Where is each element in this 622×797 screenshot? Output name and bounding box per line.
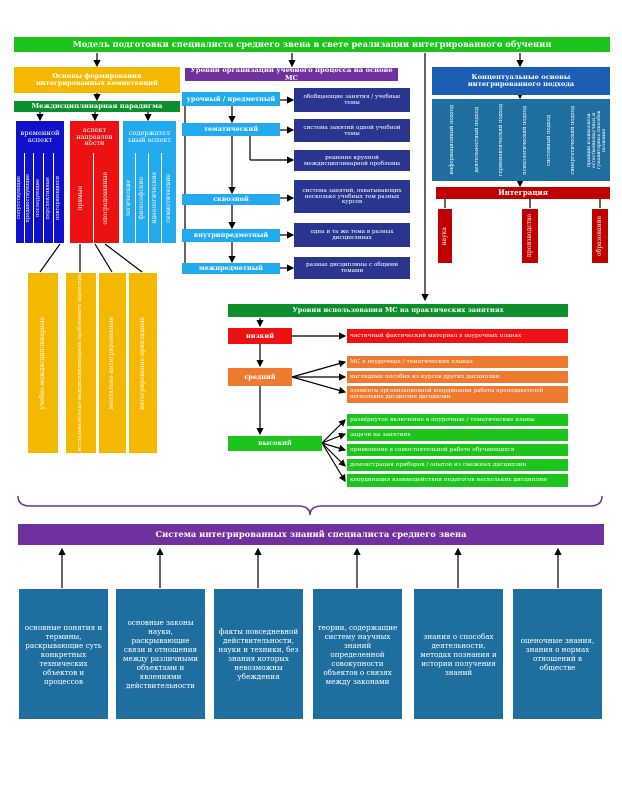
time-item: последующие xyxy=(34,153,44,243)
high-item: задачи на занятиях xyxy=(347,429,568,441)
content-item: логические xyxy=(123,153,136,243)
practical-level-low: низкий xyxy=(228,328,292,344)
level-box: сквозной xyxy=(182,194,280,205)
approach-item: системный подход xyxy=(540,101,560,179)
approach-item: психологический подход xyxy=(516,101,536,179)
integration-item: наука xyxy=(438,209,452,263)
time-item: повторяющиеся xyxy=(54,153,64,243)
knowledge-box: факты повседневной действительности, нау… xyxy=(214,589,303,719)
high-item: развёрнутое включение в поурочные / тема… xyxy=(347,414,568,426)
time-item: сопутствующие xyxy=(16,153,25,243)
time-item: предшествующие xyxy=(25,153,34,243)
integration-item: образование xyxy=(592,209,608,263)
yellow-item: исследовательско-междисциплинарные пробл… xyxy=(66,273,96,453)
direction-item: опосредованные xyxy=(94,153,119,243)
level-box: урочный / предметный xyxy=(182,92,280,106)
direction-item: прямые xyxy=(70,153,94,243)
practical-level-mid: средний xyxy=(228,368,292,386)
level-description: система занятий, охватывающих несколько … xyxy=(294,180,410,213)
page-title: Модель подготовки специалиста среднего з… xyxy=(14,37,610,52)
mid-item: МС в поурочных / тематических планах xyxy=(347,356,568,368)
aspect-content-box: содержател ьный аспект xyxy=(123,121,176,153)
low-item: частичный фактический материал в поурочн… xyxy=(347,329,568,343)
level-description: одна и та же тема в разных дисциплинах xyxy=(294,223,410,247)
high-item: координация взаимодействия педагогов нес… xyxy=(347,474,568,487)
aspect-time-box: временной аспект xyxy=(16,121,64,153)
osnovy-box: Основы формирования интегрированных комп… xyxy=(14,67,180,93)
high-item: демонстрация приборов / опытов из смежны… xyxy=(347,459,568,471)
knowledge-box: оценочные знания, знания о нормах отноше… xyxy=(513,589,602,719)
integration-item: производство xyxy=(522,209,538,263)
approach-item: герменевтический подход xyxy=(492,101,512,179)
mid-item: элементы организационной координации раб… xyxy=(347,386,568,403)
paradigm-box: Междисциплинарная парадигма xyxy=(14,101,180,112)
aspect-direction-box: аспект направлен ности xyxy=(70,121,119,153)
yellow-item: интегрированно-прикладные xyxy=(129,273,157,453)
content-item: философские xyxy=(136,153,149,243)
integration-box: Интеграция xyxy=(436,187,610,199)
level-description: разные дисциплины с общими темами xyxy=(294,257,410,279)
level-description: обобщающие занятия / учебные темы xyxy=(294,88,410,112)
time-item: перспективные xyxy=(44,153,54,243)
level-description: решение крупной междисциплинарной пробле… xyxy=(294,150,410,171)
approach-item: информационный подход xyxy=(443,101,463,179)
content-item: семиотические xyxy=(162,153,176,243)
knowledge-box: основные понятия и термины, раскрывающие… xyxy=(19,589,108,719)
knowledge-box: знания о способах деятельности, методах … xyxy=(414,589,503,719)
level-box: межпредметный xyxy=(182,263,280,274)
system-title: Система интегрированных знаний специалис… xyxy=(18,524,604,545)
mid-item: наглядные пособия из курсов других дисци… xyxy=(347,371,568,383)
practical-level-high: высокий xyxy=(228,436,322,451)
high-item: применение в самостоятельной работе обуч… xyxy=(347,444,568,456)
middle-header: Уровни организации учебного процесса на … xyxy=(185,68,398,81)
practical-header: Уровни использования МС на практических … xyxy=(228,304,568,317)
level-box: внутрипредметный xyxy=(182,229,280,242)
level-description: система занятий одной учебной темы xyxy=(294,119,410,142)
knowledge-box: основные законы науки, раскрывающие связ… xyxy=(116,589,205,719)
yellow-item: учебно-междисциплинарные xyxy=(28,273,58,453)
level-box: тематический xyxy=(182,123,280,136)
content-item: идеологические xyxy=(149,153,162,243)
right-header: Концептуальные основы интегрированного п… xyxy=(432,67,610,95)
yellow-item: ментально-интегрированные xyxy=(99,273,126,453)
approach-item: деятельностный подход xyxy=(468,101,488,179)
knowledge-box: теории, содержащие систему научных знани… xyxy=(313,589,402,719)
approach-item: синергетический подход xyxy=(564,101,584,179)
approach-item: принцип взаимосвязи естественнонаучных и… xyxy=(586,101,608,179)
